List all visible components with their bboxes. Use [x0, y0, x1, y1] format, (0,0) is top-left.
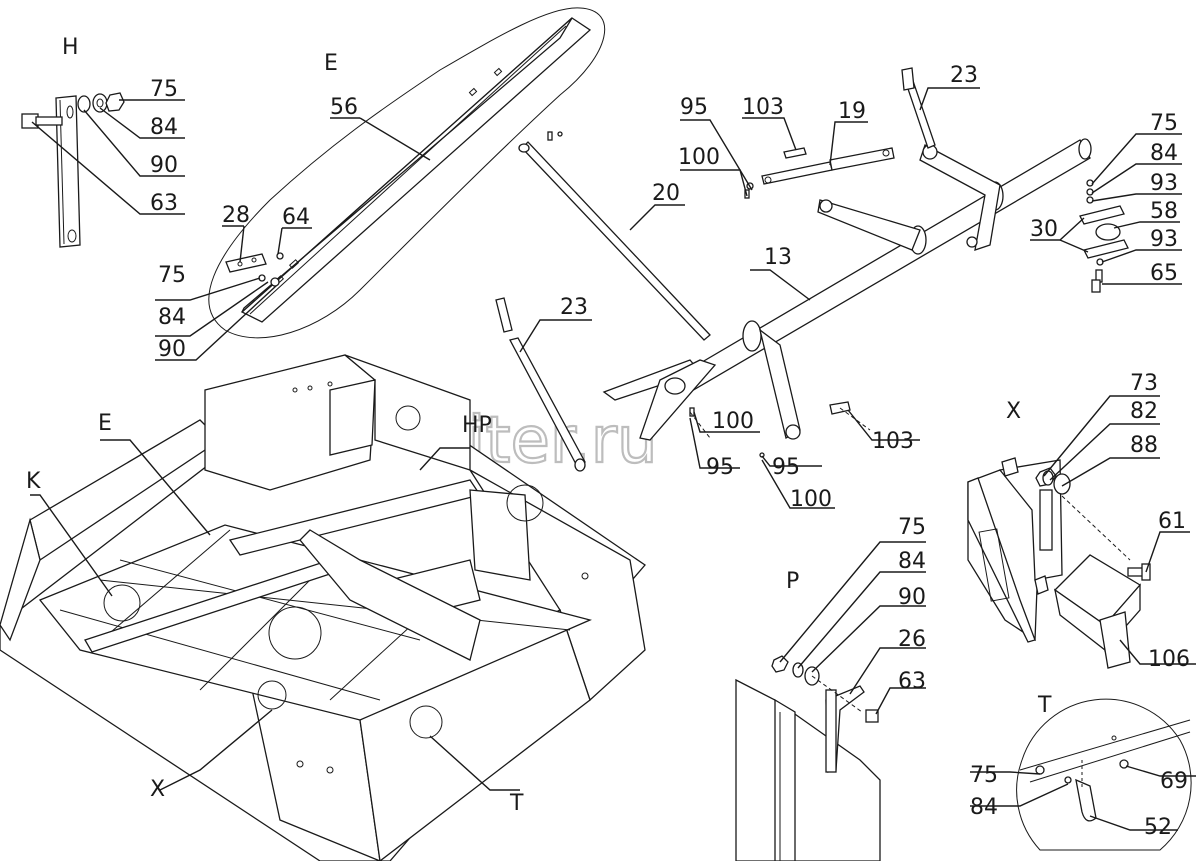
view-e: E 56 28 64 75 84 90 [155, 7, 606, 362]
callout-e-75: 75 [158, 263, 186, 288]
callout-p-90: 90 [898, 585, 926, 610]
callout-clamp-93-bottom: 93 [1150, 227, 1178, 252]
callout-e-56: 56 [330, 95, 358, 120]
callout-x-106: 106 [1148, 647, 1190, 672]
callout-clamp-93-top: 93 [1150, 171, 1178, 196]
callout-h-75: 75 [150, 77, 178, 102]
view-p: P 75 84 90 26 63 [735, 515, 926, 861]
callout-65: 65 [1150, 261, 1178, 286]
callout-30: 30 [1030, 217, 1058, 242]
callout-t-84: 84 [970, 795, 998, 820]
callout-p-75: 75 [898, 515, 926, 540]
callout-h-90: 90 [150, 153, 178, 178]
callout-p-63: 63 [898, 669, 926, 694]
callout-p-84: 84 [898, 549, 926, 574]
callout-e-28: 28 [222, 203, 250, 228]
callout-13: 13 [764, 245, 792, 270]
callout-e-64: 64 [282, 205, 310, 230]
callout-100-right: 100 [790, 487, 832, 512]
view-h: H 75 84 90 63 [21, 35, 185, 248]
callout-95-mid: 95 [706, 455, 734, 480]
lift-mechanism: 95 100 103 19 20 23 23 13 100 95 95 100 … [495, 63, 1092, 512]
callout-h-63: 63 [150, 191, 178, 216]
callout-t-52: 52 [1144, 815, 1172, 840]
callout-t-69: 69 [1160, 769, 1188, 794]
callout-103-lower: 103 [872, 429, 914, 454]
callout-clamp-84: 84 [1150, 141, 1178, 166]
callout-19: 19 [838, 99, 866, 124]
view-h-title: H [62, 35, 79, 60]
clamp-group: 75 84 93 58 30 93 65 [1030, 111, 1182, 293]
callout-main-X: X [150, 777, 165, 802]
callout-h-84: 84 [150, 115, 178, 140]
callout-p-26: 26 [898, 627, 926, 652]
view-t-title: T [1037, 693, 1052, 718]
callout-100-mid: 100 [712, 409, 754, 434]
callout-95-top: 95 [680, 95, 708, 120]
callout-e-90: 90 [158, 337, 186, 362]
callout-main-K: K [26, 469, 41, 494]
callout-100-top: 100 [678, 145, 720, 170]
view-e-title: E [324, 51, 338, 76]
callout-x-88: 88 [1130, 433, 1158, 458]
callout-main-T: T [509, 791, 524, 816]
callout-58: 58 [1150, 199, 1178, 224]
callout-95-right: 95 [772, 455, 800, 480]
view-x-title: X [1006, 399, 1021, 424]
callout-clamp-75: 75 [1150, 111, 1178, 136]
view-x: X 73 82 88 61 106 [967, 371, 1196, 672]
callout-20: 20 [652, 181, 680, 206]
main-frame: E K X T HP [0, 354, 646, 861]
callout-x-73: 73 [1130, 371, 1158, 396]
callout-x-61: 61 [1158, 509, 1186, 534]
view-t: T 75 84 69 52 [970, 693, 1196, 851]
callout-23-top: 23 [950, 63, 978, 88]
callout-main-HP: HP [462, 413, 492, 438]
view-p-title: P [786, 569, 799, 594]
callout-t-75: 75 [970, 763, 998, 788]
callout-e-84: 84 [158, 305, 186, 330]
callout-x-82: 82 [1130, 399, 1158, 424]
callout-103-top: 103 [742, 95, 784, 120]
callout-23-lower: 23 [560, 295, 588, 320]
callout-main-E: E [98, 411, 112, 436]
